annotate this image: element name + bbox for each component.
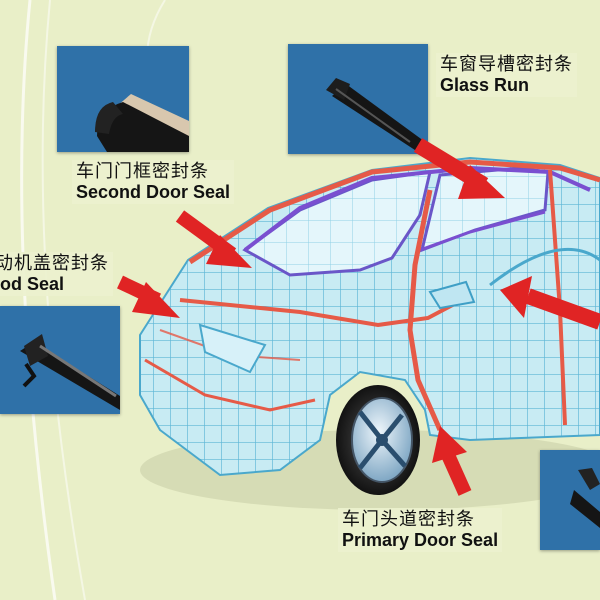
glass-run-label: 车窗导槽密封条 Glass Run bbox=[436, 53, 577, 98]
second-door-seal-photo bbox=[57, 46, 189, 152]
second-door-seal-label-en: Second Door Seal bbox=[76, 182, 231, 203]
glass-run-label-zh: 车窗导槽密封条 bbox=[440, 54, 573, 75]
hood-seal-label-en: Hood Seal bbox=[0, 274, 65, 295]
hood-seal-label-zh: 发动机盖密封条 bbox=[0, 253, 109, 274]
glass-run-photo bbox=[288, 44, 428, 154]
hood-seal-label: 发动机盖密封条 Hood Seal bbox=[0, 252, 113, 297]
glass-run-arrow bbox=[413, 138, 505, 199]
primary-door-seal-label-en: Primary Door Seal bbox=[342, 530, 499, 551]
hood-seal-arrow bbox=[117, 275, 180, 318]
hood-seal-photo bbox=[0, 306, 120, 414]
rear-door-arrow bbox=[500, 276, 600, 330]
seal-sample-photo bbox=[540, 450, 600, 550]
primary-door-seal-label: 车门头道密封条 Primary Door Seal bbox=[338, 508, 503, 553]
second-door-seal-arrow bbox=[175, 210, 252, 268]
second-door-seal-label: 车门门框密封条 Second Door Seal bbox=[72, 160, 235, 205]
glass-run-label-en: Glass Run bbox=[440, 75, 530, 96]
second-door-seal-label-zh: 车门门框密封条 bbox=[76, 161, 209, 182]
primary-door-seal-arrow bbox=[432, 426, 472, 496]
primary-door-seal-label-zh: 车门头道密封条 bbox=[342, 509, 475, 530]
